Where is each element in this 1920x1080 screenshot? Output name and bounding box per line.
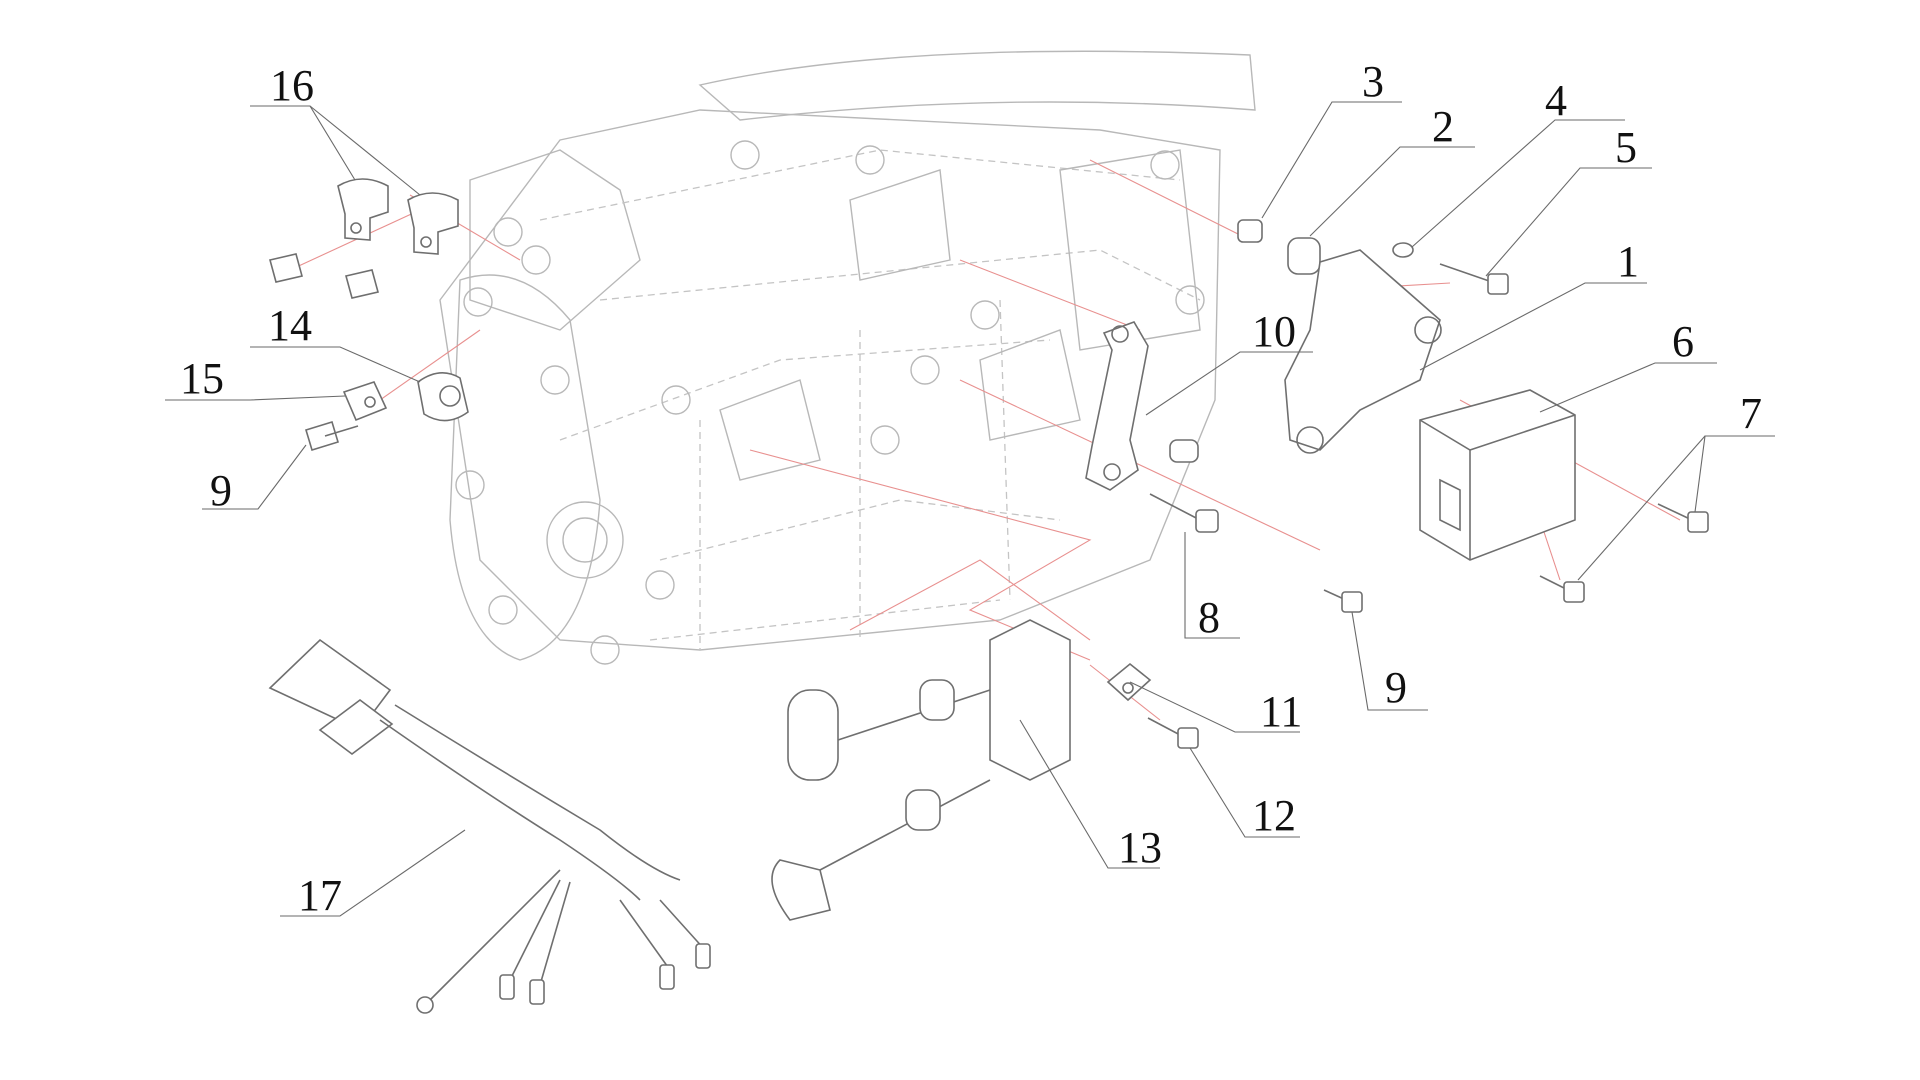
part-12-bolt [1147,717,1199,749]
callout-1: 1 [1617,237,1639,286]
part-11-clip [1106,662,1152,702]
part-13-ignition-coil [771,619,1071,921]
callout-14: 14 [268,301,312,350]
part-4-small-washer [1392,242,1414,258]
part-1-bracket-plate [1284,249,1442,454]
part-14-sensor [417,372,469,422]
callout-17: 17 [298,871,342,920]
callout-12: 12 [1252,791,1296,840]
callout-6: 6 [1672,317,1694,366]
callout-9-right: 9 [1385,663,1407,712]
callout-7: 7 [1740,389,1762,438]
callout-3: 3 [1362,57,1384,106]
callout-11: 11 [1260,687,1302,736]
part-3-spacer [1237,219,1263,243]
callout-9-left: 9 [210,466,232,515]
part-10-link-arm [1085,321,1199,491]
callout-16: 16 [270,61,314,110]
callout-8: 8 [1198,593,1220,642]
part-9-bolt-left [305,420,359,452]
callout-4: 4 [1545,76,1567,125]
part-17-wiring-harness [268,638,711,1014]
callout-15: 15 [180,354,224,403]
callout-2: 2 [1432,102,1454,151]
part-2-grommet [1287,237,1321,275]
part-15-bracket [342,381,388,422]
leader-lines [165,101,1775,917]
callout-10: 10 [1252,307,1296,356]
part-9-bolt-right [1323,589,1363,613]
engine-block [439,50,1256,665]
part-8-pin [1149,493,1219,533]
part-6-control-module [1419,389,1576,561]
callout-5: 5 [1615,123,1637,172]
callout-labels: 16 14 15 9 3 2 4 5 1 10 6 7 8 9 11 12 13… [180,57,1762,920]
engine-bosses [455,140,1205,665]
part-16-clamps [269,178,459,299]
part-5-bolt [1439,263,1509,295]
callout-13: 13 [1118,823,1162,872]
part-7-bolts [1539,503,1709,603]
